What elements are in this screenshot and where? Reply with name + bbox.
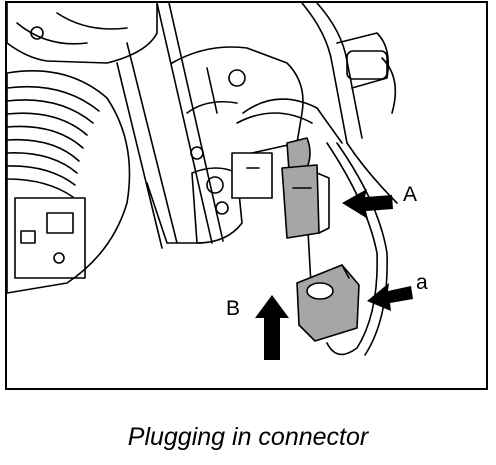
figure-frame: A a B xyxy=(5,1,488,390)
callout-a-upper: A xyxy=(403,183,418,206)
upper-housing xyxy=(7,3,158,64)
callout-a-lower: a xyxy=(416,271,428,294)
ribbed-pulley xyxy=(7,70,131,294)
engine-component xyxy=(146,46,343,244)
figure-caption: Plugging in connector xyxy=(127,423,369,451)
engine-illustration xyxy=(7,3,413,360)
callout-b: B xyxy=(226,297,241,320)
lower-connector xyxy=(296,264,360,342)
arrow-a-lower xyxy=(367,283,413,311)
hose-fitting xyxy=(301,3,398,204)
drive-belt xyxy=(116,3,224,249)
arrow-b xyxy=(255,295,289,360)
arrow-a-upper xyxy=(342,189,393,219)
upper-connector xyxy=(281,137,330,239)
